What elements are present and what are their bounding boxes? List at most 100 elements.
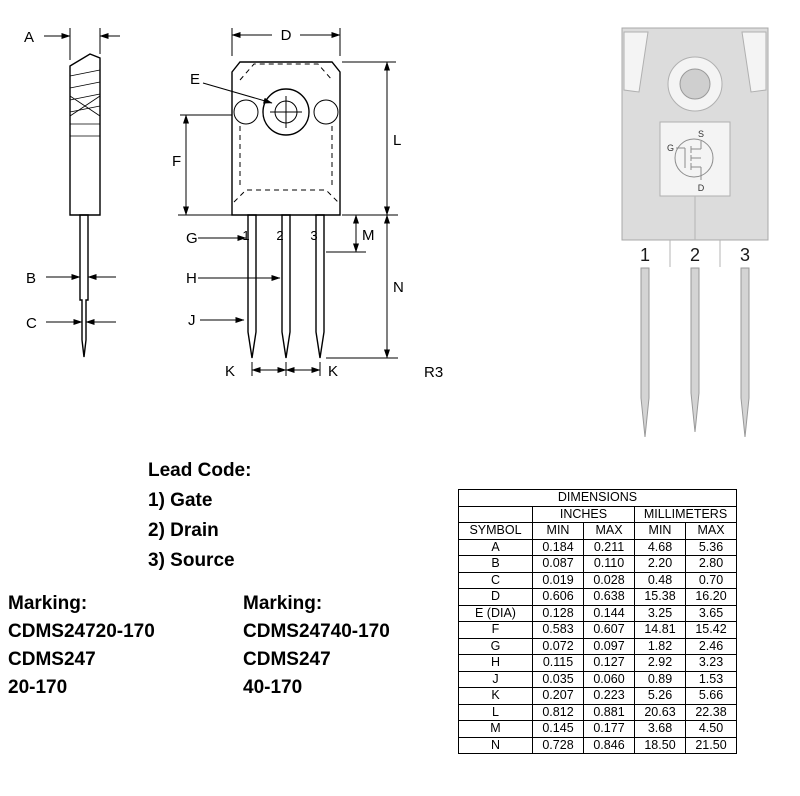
table-title-row: DIMENSIONS <box>458 489 737 507</box>
mosfet-gate-label: G <box>667 143 674 153</box>
value-cell: 0.583 <box>532 621 584 639</box>
marking-line-1: CDMS247 <box>243 649 331 670</box>
dimensions-table: DIMENSIONS INCHES MILLIMETERS SYMBOL MIN… <box>458 489 737 754</box>
right-pin-3-number: 3 <box>740 245 750 265</box>
value-cell: 0.110 <box>583 555 635 573</box>
value-cell: 3.68 <box>634 720 686 738</box>
side-notch-right <box>313 99 339 125</box>
value-cell: 5.66 <box>685 687 737 705</box>
value-cell: 16.20 <box>685 588 737 606</box>
dim-label-h: H <box>186 270 197 287</box>
front-pin-1 <box>247 214 257 359</box>
dim-label-f: F <box>172 153 181 170</box>
dim-label-n: N <box>393 279 404 296</box>
inches-max-header: MAX <box>583 522 635 540</box>
front-pin-1-number: 1 <box>242 228 249 243</box>
symbol-cell: H <box>458 654 533 672</box>
table-column-header-row: SYMBOL MIN MAX MIN MAX <box>458 522 737 540</box>
symbol-cell: G <box>458 637 533 655</box>
mosfet-symbol-circle <box>674 138 714 178</box>
marking-line-2: 20-170 <box>8 677 68 698</box>
millimeters-header: MILLIMETERS <box>634 505 737 523</box>
front-view: D E F 1 2 3 G H J <box>172 27 443 381</box>
dim-label-m: M <box>362 227 375 244</box>
inches-header: INCHES <box>532 505 635 523</box>
value-cell: 5.26 <box>634 687 686 705</box>
table-title: DIMENSIONS <box>458 489 737 507</box>
value-cell: 0.89 <box>634 670 686 688</box>
value-cell: 3.65 <box>685 604 737 622</box>
marking-line-1: CDMS247 <box>8 649 96 670</box>
mm-max-header: MAX <box>685 522 737 540</box>
right-view: G S D 1 2 3 <box>621 27 769 438</box>
lead-code-drain: 2) Drain <box>148 520 219 541</box>
right-pin-1-number: 1 <box>640 245 650 265</box>
lead-code-block: Lead Code: 1) Gate 2) Drain 3) Source <box>148 456 251 576</box>
value-cell: 3.23 <box>685 654 737 672</box>
value-cell: 15.42 <box>685 621 737 639</box>
marking-part-number: CDMS24720-170 <box>8 621 155 642</box>
front-view-body <box>231 61 341 216</box>
value-cell: 0.728 <box>532 736 584 754</box>
value-cell: 0.035 <box>532 670 584 688</box>
right-pin-2 <box>690 267 700 433</box>
side-notch-left <box>233 99 259 125</box>
value-cell: 0.177 <box>583 720 635 738</box>
inches-min-header: MIN <box>532 522 584 540</box>
mosfet-symbol-box <box>659 121 731 197</box>
value-cell: 0.846 <box>583 736 635 754</box>
dim-label-a: A <box>24 29 34 46</box>
marking-title: Marking: <box>8 593 88 614</box>
value-cell: 0.607 <box>583 621 635 639</box>
symbol-cell: K <box>458 687 533 705</box>
value-cell: 0.144 <box>583 604 635 622</box>
value-cell: 0.606 <box>532 588 584 606</box>
value-cell: 0.019 <box>532 571 584 589</box>
value-cell: 0.70 <box>685 571 737 589</box>
lead-code-source: 3) Source <box>148 550 235 571</box>
marking-line-2: 40-170 <box>243 677 303 698</box>
value-cell: 0.060 <box>583 670 635 688</box>
value-cell: 0.127 <box>583 654 635 672</box>
corner-notch-left <box>623 31 649 93</box>
value-cell: 0.48 <box>634 571 686 589</box>
symbol-cell: D <box>458 588 533 606</box>
value-cell: 0.128 <box>532 604 584 622</box>
right-pin-3 <box>740 267 750 438</box>
side-view: A B C <box>24 28 120 358</box>
mosfet-source-label: S <box>698 129 704 139</box>
value-cell: 21.50 <box>685 736 737 754</box>
value-cell: 0.638 <box>583 588 635 606</box>
right-pin-2-number: 2 <box>690 245 700 265</box>
front-pin-2-number: 2 <box>276 228 283 243</box>
value-cell: 18.50 <box>634 736 686 754</box>
lead-code-gate: 1) Gate <box>148 490 213 511</box>
value-cell: 3.25 <box>634 604 686 622</box>
value-cell: 2.46 <box>685 637 737 655</box>
dim-label-c: C <box>26 315 37 332</box>
dim-label-d: D <box>281 27 292 44</box>
mm-min-header: MIN <box>634 522 686 540</box>
value-cell: 20.63 <box>634 703 686 721</box>
value-cell: 2.20 <box>634 555 686 573</box>
value-cell: 1.53 <box>685 670 737 688</box>
symbol-cell: M <box>458 720 533 738</box>
value-cell: 0.087 <box>532 555 584 573</box>
right-pin-1 <box>640 267 650 438</box>
value-cell: 0.881 <box>583 703 635 721</box>
side-view-lead <box>79 214 89 358</box>
value-cell: 0.184 <box>532 538 584 556</box>
dim-label-k-right: K <box>328 363 338 380</box>
dim-label-j: J <box>188 312 196 329</box>
symbol-cell: L <box>458 703 533 721</box>
symbol-cell: C <box>458 571 533 589</box>
empty-cell <box>458 505 533 523</box>
value-cell: 0.115 <box>532 654 584 672</box>
side-view-body <box>69 53 101 216</box>
value-cell: 0.211 <box>583 538 635 556</box>
